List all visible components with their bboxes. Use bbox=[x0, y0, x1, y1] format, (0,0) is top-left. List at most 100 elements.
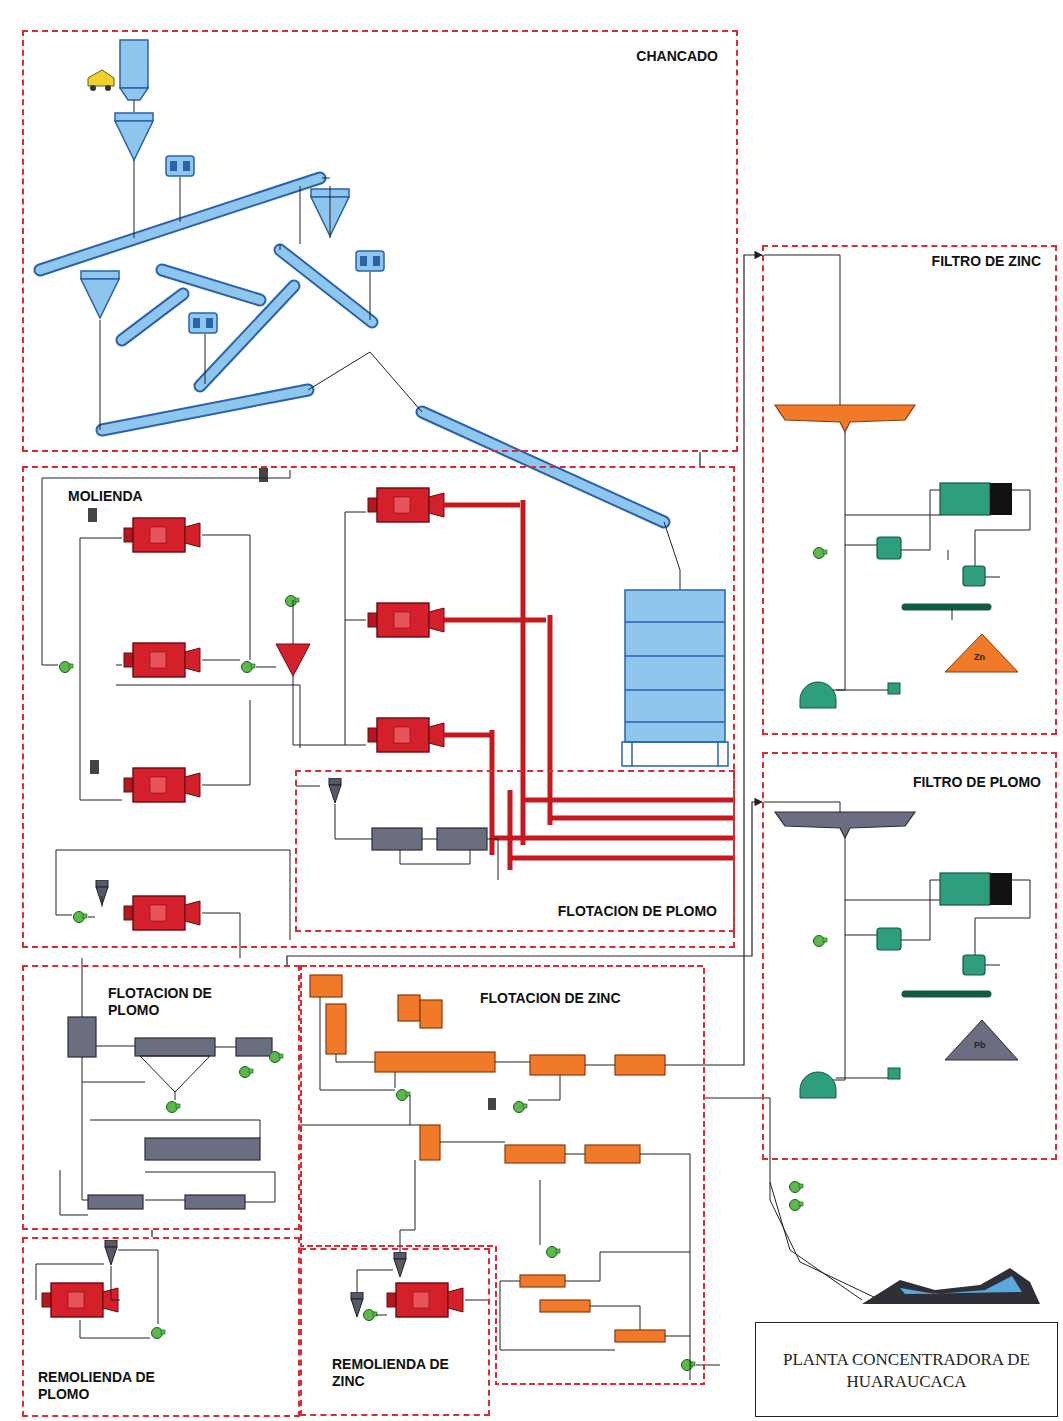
zinc-flotation-cells bbox=[375, 1052, 495, 1072]
lead-rougher-cells bbox=[296, 778, 498, 880]
area-title: FLOTACION DE PLOMO bbox=[108, 985, 238, 1019]
zinc-flotation-cells bbox=[326, 1004, 346, 1054]
flow-connector bbox=[699, 452, 700, 466]
grinding-equipment bbox=[124, 518, 200, 552]
zinc-flotation-cells bbox=[320, 997, 705, 1125]
plant-title: PLANTA CONCENTRADORA DE HUARAUCACA bbox=[756, 1349, 1057, 1393]
tailings-pond bbox=[705, 1098, 880, 1300]
tailings-pond bbox=[790, 1200, 804, 1211]
area-title: FILTRO DE PLOMO bbox=[913, 774, 1041, 791]
zinc-flotation-cells bbox=[520, 1275, 565, 1287]
grinding-equipment bbox=[286, 596, 300, 607]
tailings-pond bbox=[862, 1268, 1040, 1304]
zinc-flotation-cells bbox=[547, 1247, 561, 1258]
conveyor-belt bbox=[200, 286, 294, 386]
filter-equipment bbox=[945, 634, 1018, 672]
grinding-pipe bbox=[492, 800, 735, 858]
filter-equipment bbox=[800, 1072, 836, 1098]
grinding-pipe bbox=[42, 470, 366, 745]
filter-equipment bbox=[836, 1078, 888, 1079]
flow-connector bbox=[287, 802, 762, 965]
area-title: CHANCADO bbox=[636, 48, 718, 65]
filter-equipment bbox=[963, 955, 985, 975]
filter-equipment bbox=[764, 802, 1030, 1080]
filter-equipment bbox=[814, 936, 828, 947]
lead-flotation-cells bbox=[236, 1038, 272, 1056]
grinding-equipment bbox=[88, 508, 97, 522]
grinding-pipe bbox=[42, 470, 735, 958]
grinding-equipment bbox=[622, 742, 728, 766]
zinc-flotation-cells bbox=[398, 995, 420, 1021]
grinding-equipment bbox=[124, 768, 200, 802]
process-area: REMOLIENDA DE ZINC bbox=[300, 1248, 490, 1416]
grinding-equipment bbox=[60, 468, 729, 930]
regrind-equipment bbox=[42, 1283, 118, 1317]
zinc-flotation-cells bbox=[505, 1145, 565, 1163]
lead-flotation-cells bbox=[167, 1102, 181, 1113]
filter-equipment bbox=[775, 405, 915, 432]
crushing-equipment bbox=[166, 156, 194, 176]
grinding-equipment bbox=[276, 644, 310, 676]
lead-flotation-cells bbox=[60, 1120, 275, 1215]
zinc-flotation-cells bbox=[420, 1000, 442, 1028]
area-title: FLOTACION DE PLOMO bbox=[558, 903, 717, 920]
crushing-flow-line bbox=[134, 100, 330, 238]
grinding-equipment bbox=[124, 896, 200, 930]
crushing-equipment bbox=[88, 70, 114, 86]
zinc-flotation-cells bbox=[300, 975, 720, 1380]
lead-flotation-cells bbox=[60, 958, 283, 1215]
zinc-flotation-cells bbox=[615, 1330, 665, 1342]
filter-equipment bbox=[888, 683, 900, 694]
grinding-equipment bbox=[368, 718, 444, 752]
zinc-flotation-cells bbox=[682, 1360, 696, 1371]
filter-equipment bbox=[836, 550, 952, 690]
process-area: FLOTACION DE PLOMO bbox=[295, 770, 735, 932]
area-title: REMOLIENDA DE ZINC bbox=[332, 1356, 450, 1390]
lead-flotation-cells bbox=[140, 1056, 210, 1092]
zinc-flotation-cells bbox=[488, 1098, 496, 1110]
lead-rougher-cells bbox=[329, 778, 341, 803]
process-area: MOLIENDAFLOTACION DE PLOMO bbox=[22, 466, 735, 948]
lead-flotation-cells bbox=[145, 1138, 260, 1160]
filter-equipment bbox=[963, 566, 985, 586]
zinc-flotation-cells bbox=[615, 1055, 665, 1075]
tailings-pond bbox=[790, 1182, 804, 1193]
process-area: FILTRO DE ZINC bbox=[762, 245, 1057, 735]
regrind-equipment bbox=[105, 1240, 117, 1265]
crushing-equipment bbox=[105, 85, 111, 91]
lead-flotation-cells bbox=[68, 1017, 96, 1057]
crushing-flow-line bbox=[100, 100, 680, 590]
crushing-equipment bbox=[356, 251, 384, 271]
regrind-equipment bbox=[152, 1328, 166, 1339]
flow-connector bbox=[151, 1230, 152, 1237]
crushing-equipment bbox=[115, 113, 153, 160]
filter-equipment bbox=[764, 255, 1030, 1098]
zinc-flotation-cells bbox=[420, 1125, 440, 1160]
area-title: FLOTACION DE ZINC bbox=[480, 990, 621, 1007]
process-area: CHANCADO bbox=[22, 30, 738, 452]
crushing-equipment bbox=[81, 271, 119, 318]
stockpile-label: Zn bbox=[974, 652, 985, 662]
filter-equipment bbox=[990, 873, 1012, 905]
lead-rougher-cells bbox=[296, 786, 498, 880]
process-area: FILTRO DE PLOMO bbox=[762, 752, 1057, 1160]
conveyor-belt bbox=[102, 390, 308, 430]
zinc-flotation-cells bbox=[310, 975, 342, 997]
lead-flotation-cells bbox=[135, 1038, 215, 1056]
grinding-equipment bbox=[60, 662, 74, 673]
regrind-equipment bbox=[351, 1292, 363, 1317]
filter-equipment bbox=[940, 483, 990, 515]
zinc-flotation-cells bbox=[585, 1145, 640, 1163]
lead-flotation-cells bbox=[185, 1195, 245, 1209]
tailings-pond bbox=[705, 1098, 1040, 1304]
crushing-flow-line bbox=[100, 186, 370, 430]
filter-equipment bbox=[764, 255, 1030, 690]
regrind-equipment bbox=[387, 1283, 463, 1317]
filter-equipment bbox=[877, 537, 901, 559]
process-area: REMOLIENDA DE PLOMO bbox=[22, 1237, 300, 1417]
filter-equipment bbox=[877, 928, 901, 950]
regrind-equipment bbox=[357, 1160, 490, 1315]
lead-flotation-cells bbox=[270, 1052, 284, 1063]
